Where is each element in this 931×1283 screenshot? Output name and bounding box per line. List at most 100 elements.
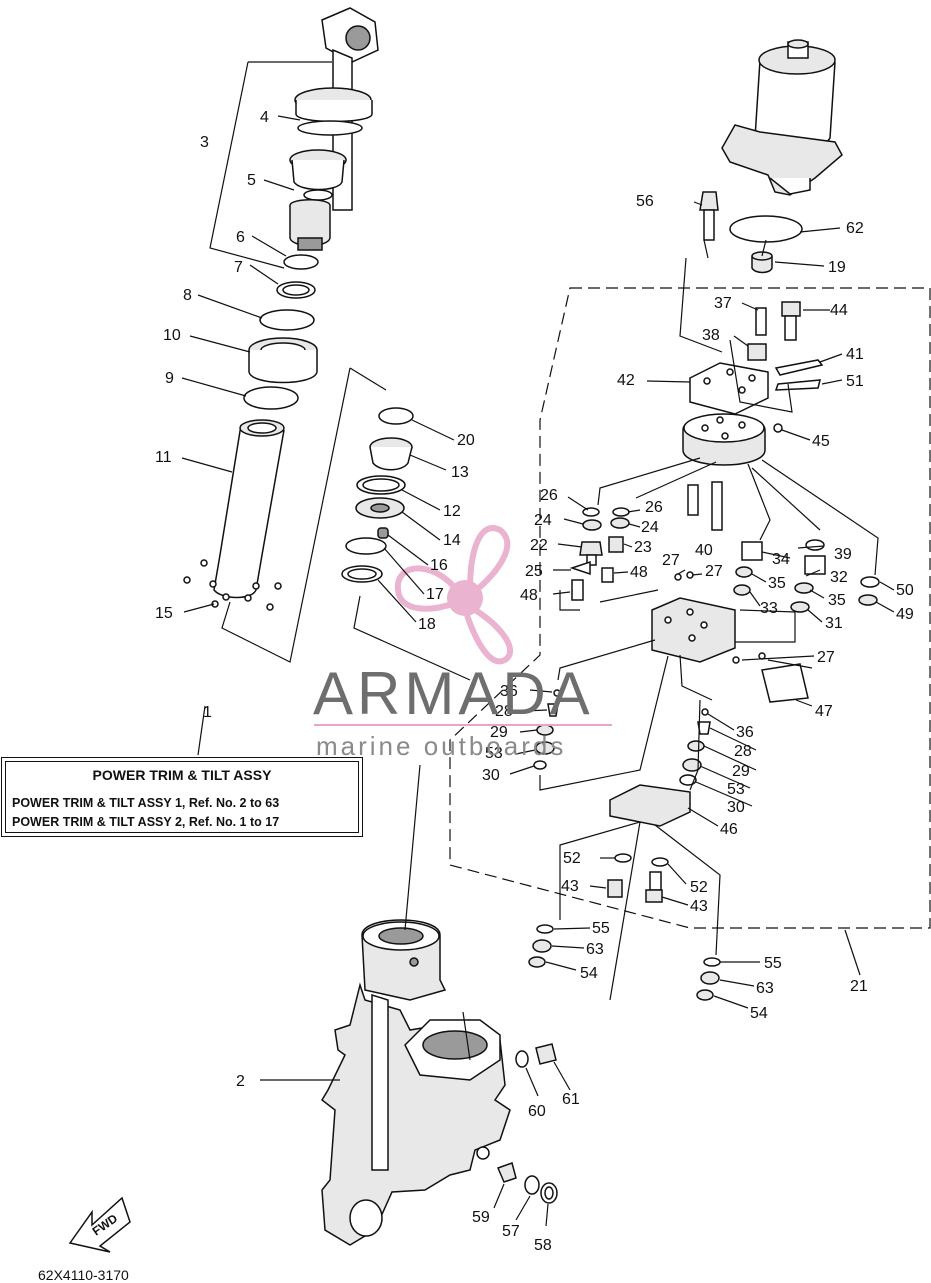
ref-1: 1 <box>203 704 212 721</box>
ref-40: 40 <box>695 542 713 559</box>
ref-16: 16 <box>430 557 448 574</box>
ref-17: 17 <box>426 586 444 603</box>
ref-54a: 54 <box>580 965 598 982</box>
ref-3: 3 <box>200 134 209 151</box>
watermark-tagline: marine outboards <box>316 731 567 761</box>
ref-27a: 27 <box>662 552 680 569</box>
ref-55b: 55 <box>764 955 782 972</box>
ref-38: 38 <box>702 327 720 344</box>
ref-58: 58 <box>534 1237 552 1254</box>
valves <box>569 507 880 613</box>
watermark-propeller-icon <box>394 525 514 665</box>
ref-32: 32 <box>830 569 848 586</box>
ref-4: 4 <box>260 109 269 126</box>
ref-33: 33 <box>760 600 778 617</box>
ref-34: 34 <box>772 551 790 568</box>
ref-21: 21 <box>850 978 868 995</box>
ref-11: 11 <box>155 449 172 466</box>
ref-39: 39 <box>834 546 852 563</box>
ref-59: 59 <box>472 1209 490 1226</box>
main-housing <box>321 919 511 1246</box>
ref-63b: 63 <box>756 980 774 997</box>
ref-36a: 36 <box>500 683 518 700</box>
tilt-rod-assembly <box>183 7 379 611</box>
ref-6: 6 <box>236 229 245 246</box>
ref-50: 50 <box>896 582 914 599</box>
ref-57: 57 <box>502 1223 520 1240</box>
ref-27b: 27 <box>705 563 723 580</box>
ref-35b: 35 <box>828 592 846 609</box>
ref-47: 47 <box>815 703 833 720</box>
ref-43a: 43 <box>561 878 579 895</box>
ref-52b: 52 <box>690 879 708 896</box>
ref-56: 56 <box>636 193 654 210</box>
bracket-lines <box>209 61 879 1061</box>
housing-fittings <box>496 1043 558 1204</box>
ref-29a: 29 <box>490 724 508 741</box>
ref-45: 45 <box>812 433 830 450</box>
watermark-brand: ARMADA <box>313 660 594 727</box>
ref-7: 7 <box>234 259 243 276</box>
watermark-rule <box>314 724 612 726</box>
ref-28b: 28 <box>734 743 752 760</box>
ref-24b: 24 <box>641 519 659 536</box>
lower-bolts <box>528 853 721 1001</box>
ref-36b: 36 <box>736 724 754 741</box>
ref-18: 18 <box>418 616 436 633</box>
title-box-inner-border <box>5 761 359 833</box>
ref-8: 8 <box>183 287 192 304</box>
o-ring-62 <box>729 215 803 243</box>
ref-37: 37 <box>714 295 732 312</box>
ref-22: 22 <box>530 537 548 554</box>
ref-23: 23 <box>634 539 652 556</box>
reference-numbers: 1 2 3 4 5 6 7 8 9 10 11 12 13 14 15 16 1… <box>155 109 914 1254</box>
ref-44: 44 <box>830 302 848 319</box>
ref-53b: 53 <box>727 781 745 798</box>
ref-26b: 26 <box>645 499 663 516</box>
leader-lines <box>181 115 895 1227</box>
ref-60: 60 <box>528 1103 546 1120</box>
ref-13: 13 <box>451 464 469 481</box>
ref-30b: 30 <box>727 799 745 816</box>
pump-plates <box>682 359 824 466</box>
ref-42: 42 <box>617 372 635 389</box>
ref-29b: 29 <box>732 763 750 780</box>
leader-21 <box>844 929 861 976</box>
title-box-line-1: POWER TRIM & TILT ASSY 1, Ref. No. 2 to … <box>12 796 280 810</box>
ref-9: 9 <box>165 370 174 387</box>
bolts-top <box>699 191 801 361</box>
ref-46: 46 <box>720 821 738 838</box>
ref-41: 41 <box>846 346 864 363</box>
plate-46 <box>609 784 691 827</box>
ref-51: 51 <box>846 373 864 390</box>
ref-25: 25 <box>525 563 543 580</box>
ref-35a: 35 <box>768 575 786 592</box>
pins-40 <box>687 481 723 531</box>
trim-motor <box>721 39 843 196</box>
ref-62: 62 <box>846 220 864 237</box>
joint-19-top <box>751 251 773 261</box>
ref-19: 19 <box>828 259 846 276</box>
ref-61: 61 <box>562 1091 580 1108</box>
assembly-title-box: POWER TRIM & TILT ASSY POWER TRIM & TILT… <box>1 757 363 837</box>
assembly-21-boundary <box>449 287 931 929</box>
ref-53a: 53 <box>485 745 503 762</box>
ref-52a: 52 <box>563 850 581 867</box>
manual-valve-parts <box>341 407 414 583</box>
ref-48a: 48 <box>520 587 538 604</box>
fwd-arrow-icon: FWD <box>68 1196 131 1253</box>
ref-55a: 55 <box>592 920 610 937</box>
ref-48b: 48 <box>630 564 648 581</box>
ref-49: 49 <box>896 606 914 623</box>
ref-20: 20 <box>457 432 475 449</box>
ref-43b: 43 <box>690 898 708 915</box>
title-box-heading: POWER TRIM & TILT ASSY <box>92 767 272 783</box>
title-box-line-2: POWER TRIM & TILT ASSY 2, Ref. No. 1 to … <box>12 815 280 829</box>
ref-12: 12 <box>443 503 461 520</box>
ref-28a: 28 <box>495 703 513 720</box>
ref-2: 2 <box>236 1073 245 1090</box>
ref-30a: 30 <box>482 767 500 784</box>
ref-10: 10 <box>163 327 181 344</box>
pump-body <box>651 597 809 703</box>
